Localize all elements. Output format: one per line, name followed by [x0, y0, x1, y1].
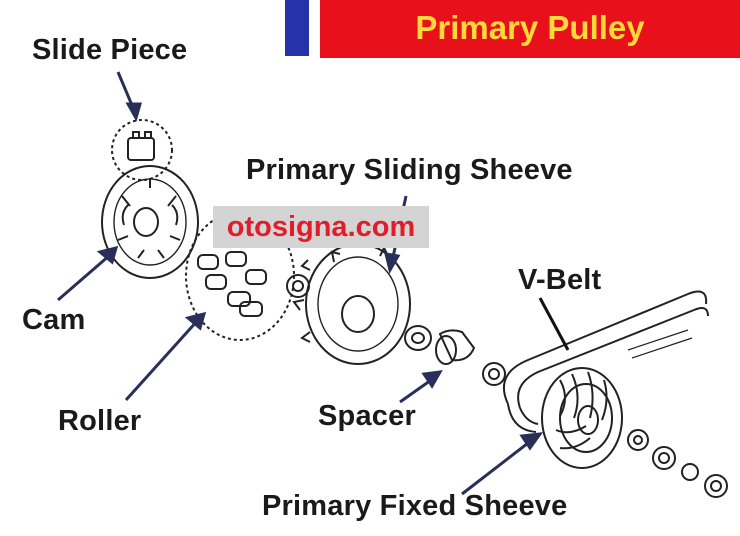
title-banner: Primary Pulley	[320, 0, 740, 58]
watermark-text: otosigna.com	[226, 211, 416, 243]
fixed-sheeve-arrow	[461, 432, 544, 496]
accent-tab	[285, 0, 309, 56]
diagram-title: Primary Pulley	[415, 9, 645, 46]
spacer-part	[404, 325, 506, 386]
label-v-belt: V-Belt	[518, 264, 602, 296]
primary-fixed-sheeve-part	[541, 367, 728, 498]
label-slide-piece: Slide Piece	[32, 34, 188, 66]
v-belt-pointer	[538, 297, 570, 351]
label-spacer: Spacer	[318, 400, 416, 432]
cam-arrow	[57, 245, 119, 302]
slide-piece-arrow	[116, 71, 142, 122]
cam-part	[101, 165, 199, 279]
v-belt-part	[503, 290, 709, 433]
label-primary-fixed-sheeve: Primary Fixed Sheeve	[262, 490, 568, 522]
watermark-box: otosigna.com	[213, 206, 429, 248]
spacer-arrow	[399, 370, 443, 404]
label-cam: Cam	[22, 304, 86, 336]
label-roller: Roller	[58, 405, 142, 437]
slide-piece-part	[111, 119, 173, 181]
label-primary-sliding-sheeve: Primary Sliding Sheeve	[246, 154, 573, 186]
roller-arrow	[124, 311, 207, 402]
